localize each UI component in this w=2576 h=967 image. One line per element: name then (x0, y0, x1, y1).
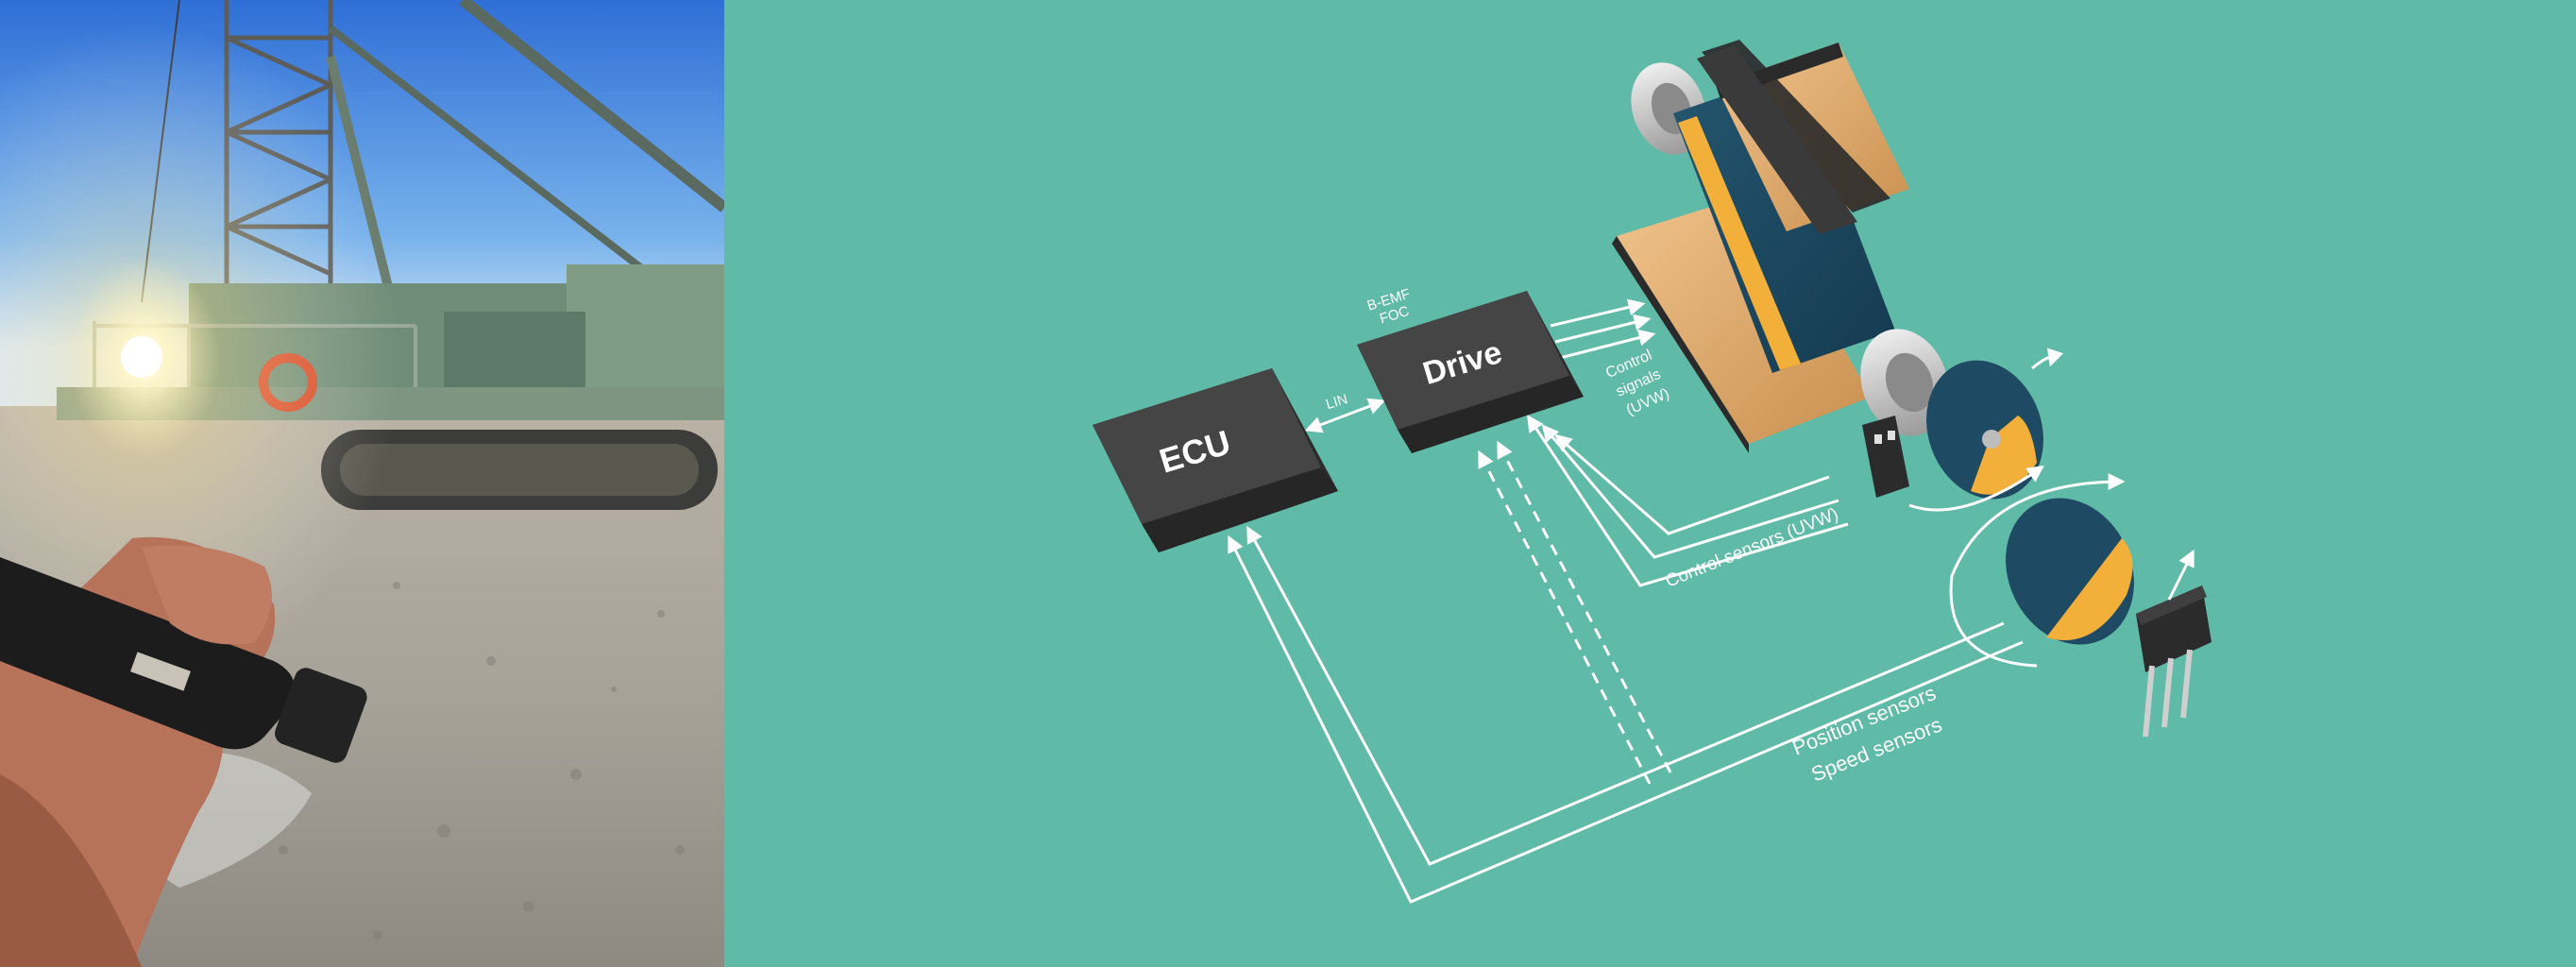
rotor-rotation-arrow-top (2031, 348, 2064, 370)
sun (121, 336, 162, 378)
control-sensor-line-2 (1541, 424, 1839, 559)
lin-label: LIN (1324, 391, 1349, 413)
hall-sensor-arrow (2167, 549, 2195, 601)
thumb (142, 545, 272, 645)
diagram-background (724, 0, 2576, 967)
control-sensor-chip (1862, 416, 1909, 498)
control-sensor-line-3 (1527, 414, 1849, 587)
position-sensor-line (1246, 525, 2005, 866)
rig-photo (0, 0, 724, 967)
motor-control-diagram: ECU Drive B-EMF FOC LIN Control signals … (724, 0, 2576, 967)
control-signal-3 (1559, 329, 1656, 360)
flashlight (0, 557, 367, 763)
hall-sensor-chip (2136, 585, 2212, 738)
connection-lines (1228, 298, 2024, 904)
ecu-chip: ECU (1093, 368, 1338, 552)
sensor-magnet-assembly (1949, 473, 2212, 738)
motor-base-plate (1617, 194, 1872, 444)
magnet-rotation-arrow (1949, 473, 2126, 668)
dashed-lines (1478, 440, 1672, 785)
motor-assembly (1612, 40, 2064, 512)
control-signal-2 (1554, 314, 1652, 344)
drive-chip: Drive (1357, 291, 1584, 453)
control-sensor-line-1 (1554, 433, 1830, 535)
rotor-rotation-arrow-bottom (1908, 465, 2044, 512)
hand-shadow (0, 774, 142, 967)
lin-link (1304, 398, 1386, 433)
speed-sensor-line (1228, 534, 2024, 904)
control-signal-1 (1550, 298, 1646, 328)
